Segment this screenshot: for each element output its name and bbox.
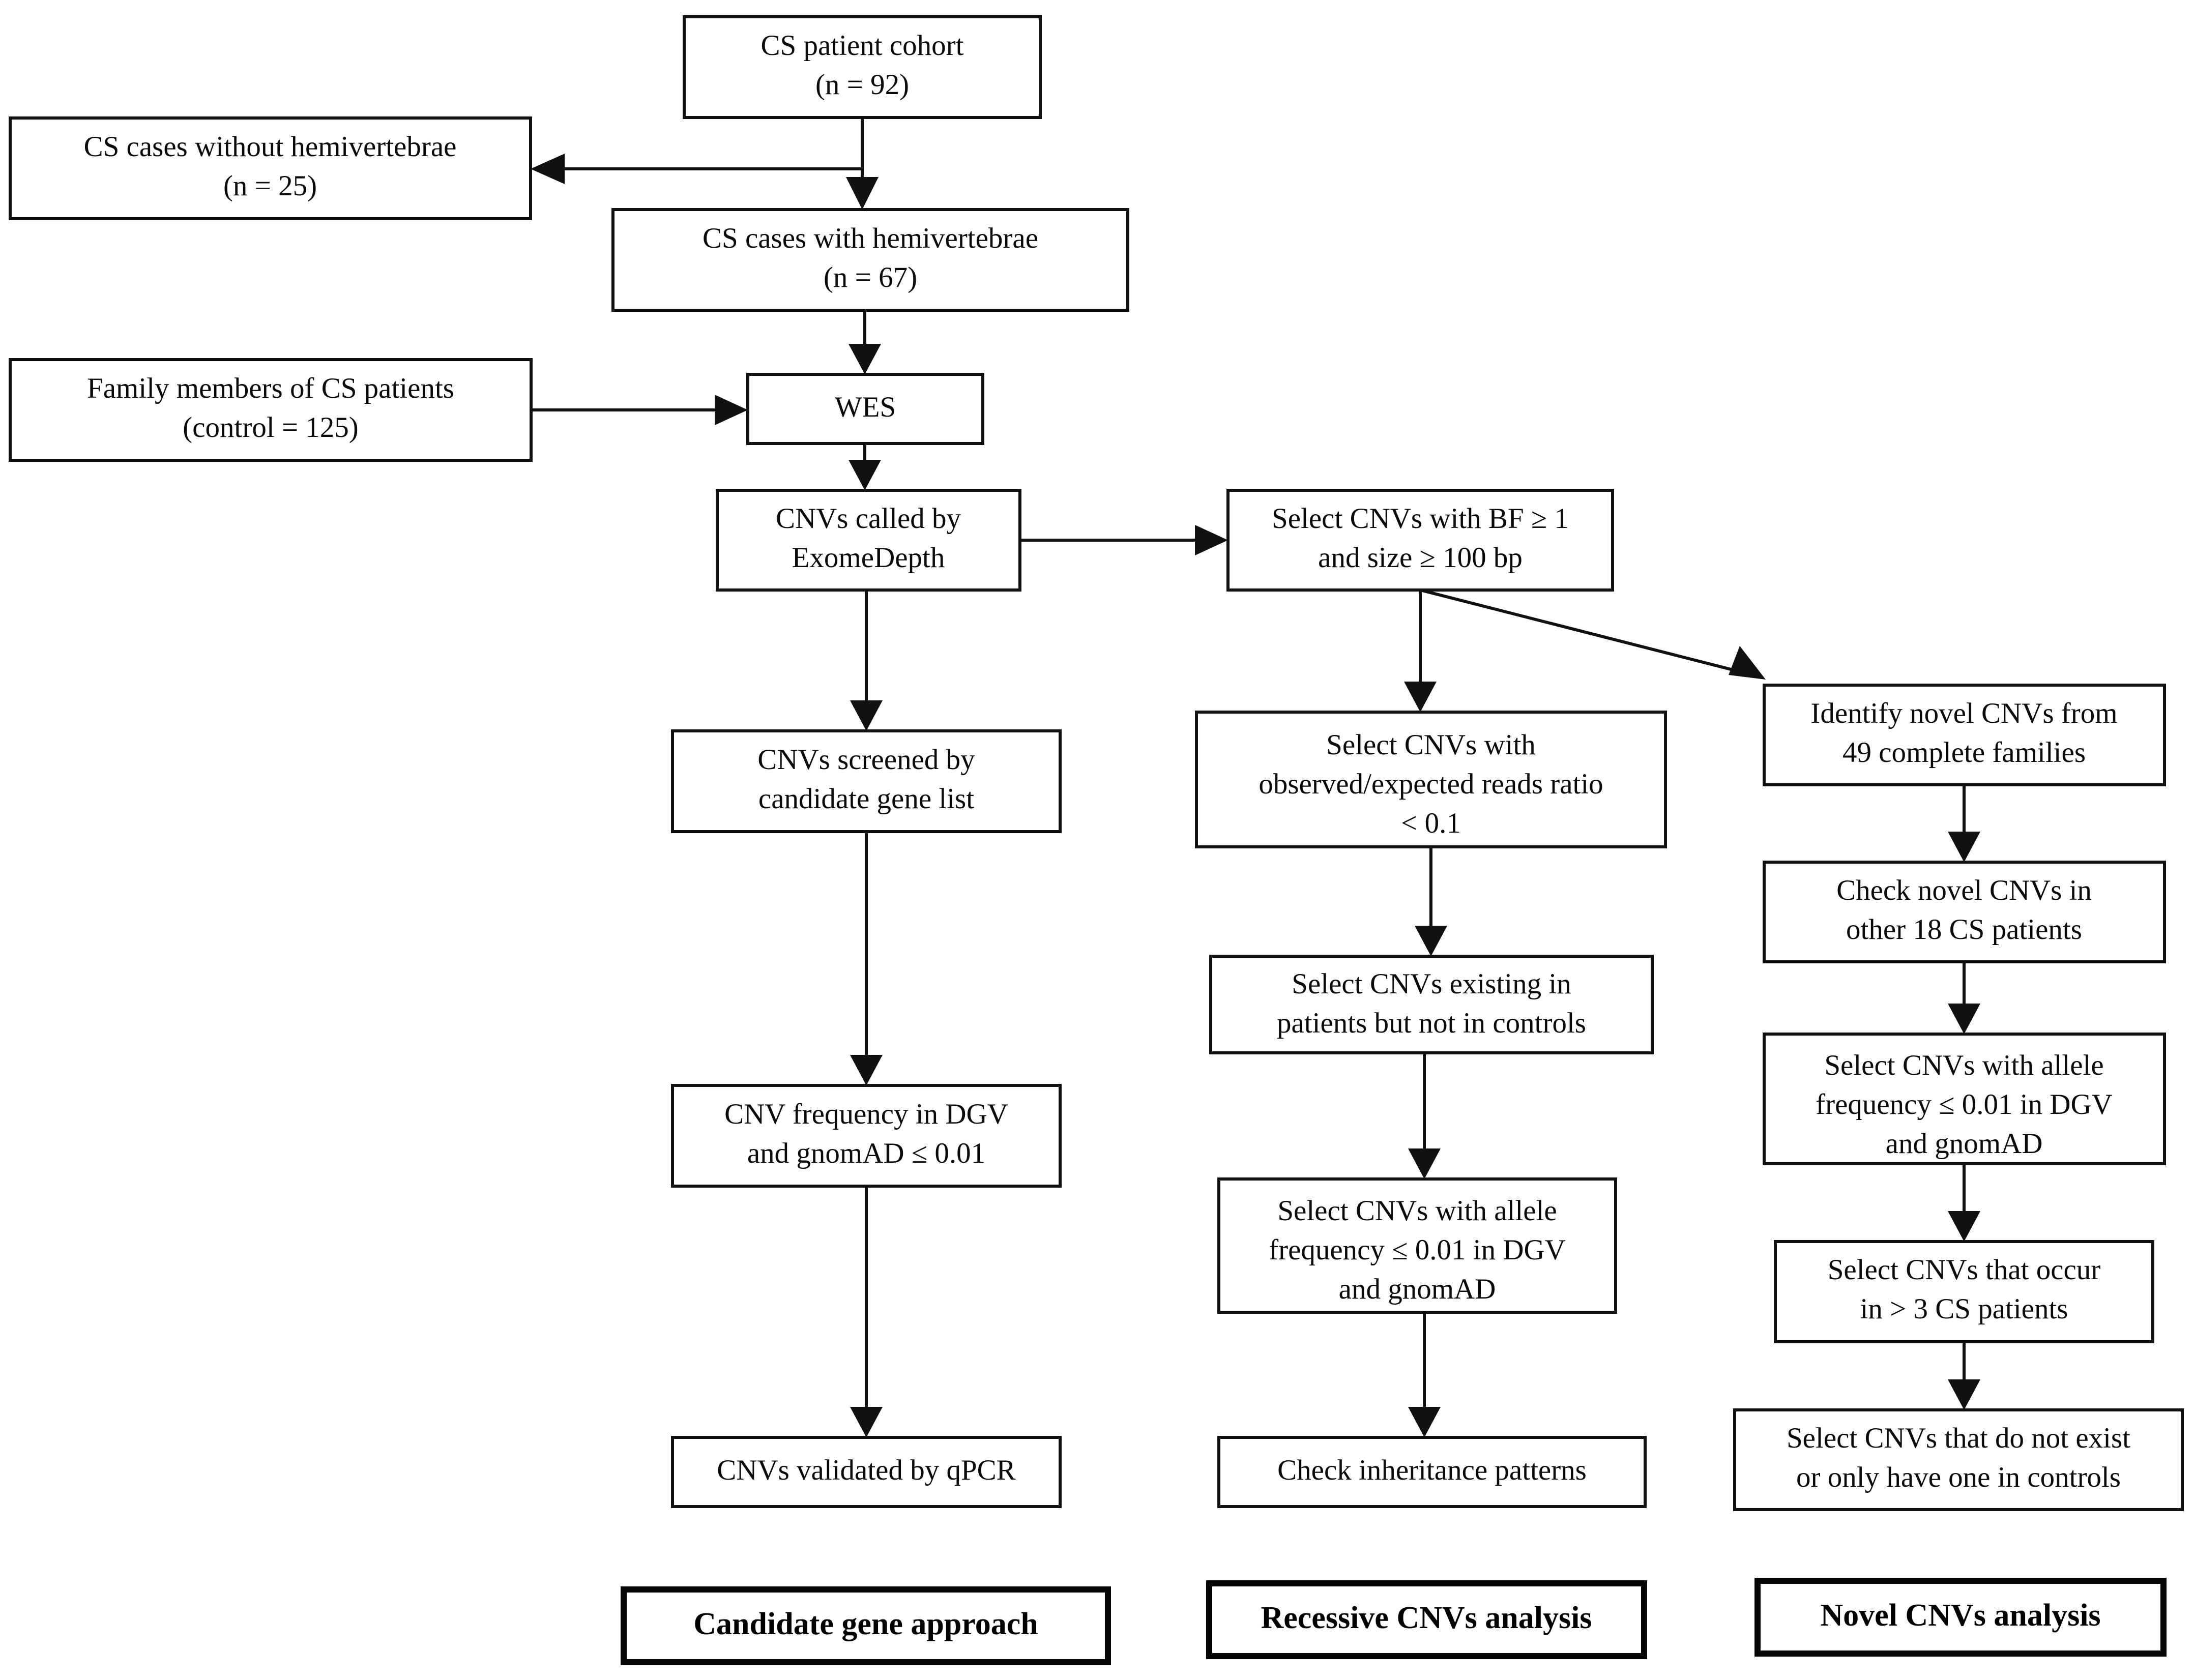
node-cnvs-validated-by-qpcr[interactable]: CNVs validated by qPCR bbox=[671, 1436, 1062, 1508]
node-line: CNVs called by bbox=[776, 503, 961, 535]
node-select-cnvs-reads-ratio[interactable]: Select CNVs with observed/expected reads… bbox=[1195, 711, 1667, 848]
node-line: Check novel CNVs in bbox=[1836, 874, 2092, 906]
edge-cohort-to-with-hemivertebrae bbox=[846, 117, 879, 210]
node-select-cnvs-existing-patients[interactable]: Select CNVs existing in patients but not… bbox=[1209, 955, 1654, 1054]
node-line: patients but not in controls bbox=[1277, 1007, 1586, 1039]
node-line: CNVs validated by qPCR bbox=[717, 1454, 1015, 1486]
node-cs-patient-cohort[interactable]: CS patient cohort (n = 92) bbox=[683, 15, 1042, 119]
edge-allele-freq-right-to-occur bbox=[1948, 1164, 1980, 1242]
node-line: (control = 125) bbox=[183, 411, 359, 444]
node-line: Select CNVs with bbox=[1326, 729, 1536, 761]
node-line: Select CNVs that occur bbox=[1828, 1254, 2101, 1286]
edge-screened-to-cnv-frequency bbox=[850, 832, 883, 1085]
node-line: Select CNVs existing in bbox=[1292, 968, 1571, 1000]
footer-label: Candidate gene approach bbox=[693, 1607, 1038, 1641]
node-line: other 18 CS patients bbox=[1846, 913, 2082, 946]
node-line: Identify novel CNVs from bbox=[1810, 697, 2117, 729]
node-cnv-frequency-dgv-gnomad[interactable]: CNV frequency in DGV and gnomAD ≤ 0.01 bbox=[671, 1084, 1062, 1188]
node-select-cnvs-not-exist-controls[interactable]: Select CNVs that do not exist or only ha… bbox=[1733, 1408, 2184, 1511]
node-select-cnvs-allele-freq-right[interactable]: Select CNVs with allele frequency ≤ 0.01… bbox=[1763, 1033, 2166, 1165]
edge-exomedepth-to-screened bbox=[850, 590, 883, 731]
edge-reads-ratio-to-existing bbox=[1415, 847, 1447, 956]
node-line: and gnomAD bbox=[1339, 1273, 1496, 1305]
node-line: frequency ≤ 0.01 in DGV bbox=[1816, 1088, 2113, 1121]
edge-bf-to-reads-ratio bbox=[1404, 590, 1437, 712]
edge-allele-freq-middle-to-inheritance bbox=[1408, 1312, 1441, 1437]
node-line: Select CNVs that do not exist bbox=[1787, 1422, 2130, 1454]
node-recessive-cnvs-analysis[interactable]: Recessive CNVs analysis bbox=[1206, 1580, 1647, 1659]
node-line: and size ≥ 100 bp bbox=[1318, 542, 1523, 574]
node-line: and gnomAD bbox=[1886, 1128, 2043, 1160]
node-line: or only have one in controls bbox=[1796, 1461, 2121, 1493]
node-line: WES bbox=[835, 391, 896, 423]
node-line: ExomeDepth bbox=[792, 542, 945, 574]
node-select-cnvs-allele-freq-middle[interactable]: Select CNVs with allele frequency ≤ 0.01… bbox=[1217, 1177, 1617, 1314]
node-line: Check inheritance patterns bbox=[1277, 1454, 1587, 1486]
edge-bf-to-identify-novel bbox=[1420, 588, 1766, 680]
edge-wes-to-exomedepth bbox=[849, 444, 881, 490]
node-line: frequency ≤ 0.01 in DGV bbox=[1269, 1234, 1566, 1266]
node-line: CNVs screened by bbox=[757, 744, 975, 776]
edge-cnv-frequency-to-qpcr bbox=[850, 1186, 883, 1437]
node-line: observed/expected reads ratio bbox=[1259, 768, 1603, 800]
node-cnvs-screened-by-candidate-gene-list[interactable]: CNVs screened by candidate gene list bbox=[671, 729, 1062, 833]
node-check-inheritance-patterns[interactable]: Check inheritance patterns bbox=[1217, 1436, 1647, 1508]
edge-family-to-wes bbox=[531, 395, 748, 425]
footer-label: Recessive CNVs analysis bbox=[1261, 1601, 1592, 1635]
node-line: < 0.1 bbox=[1401, 807, 1461, 839]
node-line: CNV frequency in DGV bbox=[724, 1098, 1008, 1130]
node-line: Family members of CS patients bbox=[87, 372, 454, 404]
node-line: candidate gene list bbox=[758, 783, 974, 815]
node-line: CS patient cohort bbox=[761, 30, 964, 62]
edges-layer bbox=[531, 117, 1980, 1437]
node-line: Select CNVs with allele bbox=[1277, 1195, 1557, 1227]
node-select-cnvs-bf-size[interactable]: Select CNVs with BF ≥ 1 and size ≥ 100 b… bbox=[1226, 489, 1614, 592]
node-line: CS cases with hemivertebrae bbox=[703, 222, 1038, 254]
node-line: (n = 67) bbox=[824, 261, 917, 293]
node-line: in > 3 CS patients bbox=[1860, 1293, 2068, 1325]
edge-cohort-to-without-hemivertebrae bbox=[531, 117, 864, 184]
node-check-novel-cnvs-other-patients[interactable]: Check novel CNVs in other 18 CS patients bbox=[1763, 861, 2166, 963]
node-line: CS cases without hemivertebrae bbox=[84, 131, 457, 163]
node-cnvs-called-by-exomedepth[interactable]: CNVs called by ExomeDepth bbox=[716, 489, 1021, 592]
node-wes[interactable]: WES bbox=[746, 373, 984, 445]
edge-existing-to-allele-freq-middle bbox=[1408, 1053, 1441, 1179]
node-line: (n = 92) bbox=[815, 69, 909, 101]
node-identify-novel-cnvs[interactable]: Identify novel CNVs from 49 complete fam… bbox=[1763, 684, 2166, 786]
nodes-layer: CS patient cohort (n = 92) CS cases with… bbox=[9, 15, 2184, 1665]
node-candidate-gene-approach[interactable]: Candidate gene approach bbox=[621, 1586, 1111, 1665]
edge-identify-to-check-novel bbox=[1948, 785, 1980, 862]
node-family-members-of-cs-patients[interactable]: Family members of CS patients (control =… bbox=[9, 358, 533, 462]
edge-with-hemivertebrae-to-wes bbox=[849, 310, 881, 374]
edge-exomedepth-to-bf bbox=[1020, 525, 1228, 555]
node-cs-cases-without-hemivertebrae[interactable]: CS cases without hemivertebrae (n = 25) bbox=[9, 116, 532, 220]
node-select-cnvs-occur-3-patients[interactable]: Select CNVs that occur in > 3 CS patient… bbox=[1774, 1240, 2154, 1343]
edge-check-novel-to-allele-freq bbox=[1948, 962, 1980, 1034]
node-line: and gnomAD ≤ 0.01 bbox=[747, 1137, 985, 1169]
node-line: Select CNVs with BF ≥ 1 bbox=[1272, 503, 1569, 535]
node-line: (n = 25) bbox=[223, 170, 317, 202]
node-line: 49 complete families bbox=[1842, 736, 2086, 769]
node-line: Select CNVs with allele bbox=[1824, 1049, 2103, 1081]
footer-label: Novel CNVs analysis bbox=[1820, 1598, 2100, 1633]
node-novel-cnvs-analysis[interactable]: Novel CNVs analysis bbox=[1754, 1578, 2167, 1657]
node-cs-cases-with-hemivertebrae[interactable]: CS cases with hemivertebrae (n = 67) bbox=[611, 208, 1129, 312]
edge-occur-to-not-exist bbox=[1948, 1342, 1980, 1410]
